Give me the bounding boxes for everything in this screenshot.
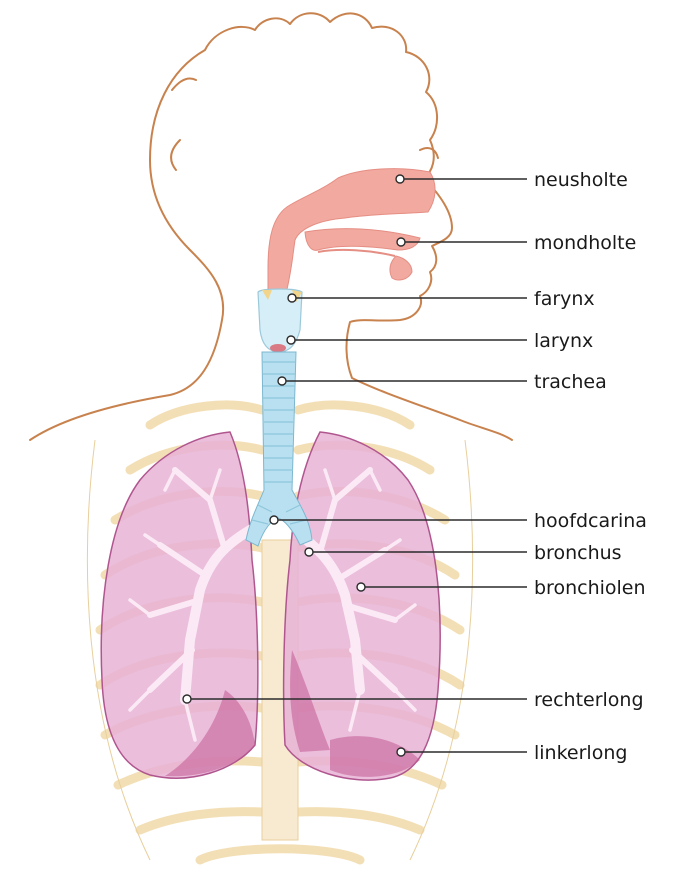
label-text-linkerlong: linkerlong: [534, 742, 627, 764]
label-text-larynx: larynx: [534, 330, 593, 352]
label-linkerlong: linkerlong: [397, 742, 627, 764]
label-text-trachea: trachea: [534, 371, 607, 393]
marker-bronchus: [305, 548, 313, 556]
marker-linkerlong: [397, 748, 405, 756]
label-farynx: farynx: [288, 288, 595, 310]
marker-neusholte: [396, 175, 404, 183]
label-trachea: trachea: [278, 371, 607, 393]
label-text-rechterlong: rechterlong: [534, 689, 644, 711]
marker-mondholte: [397, 238, 405, 246]
right-lung: [101, 432, 258, 778]
label-text-mondholte: mondholte: [534, 232, 636, 254]
mouth-floor: [318, 250, 395, 256]
marker-farynx: [288, 294, 296, 302]
label-text-bronchus: bronchus: [534, 542, 622, 564]
left-lung: [284, 432, 441, 780]
hair-strands: [171, 78, 438, 170]
marker-bronchiolen: [357, 583, 365, 591]
label-mondholte: mondholte: [397, 232, 636, 254]
marker-trachea: [278, 377, 286, 385]
label-text-neusholte: neusholte: [534, 169, 628, 191]
marker-larynx: [287, 336, 295, 344]
marker-rechterlong: [183, 695, 191, 703]
label-text-bronchiolen: bronchiolen: [534, 577, 646, 599]
label-text-hoofdcarina: hoofdcarina: [534, 510, 647, 532]
label-text-farynx: farynx: [534, 288, 595, 310]
marker-hoofdcarina: [270, 516, 278, 524]
label-larynx: larynx: [287, 330, 593, 352]
upper-airway: [268, 169, 435, 296]
